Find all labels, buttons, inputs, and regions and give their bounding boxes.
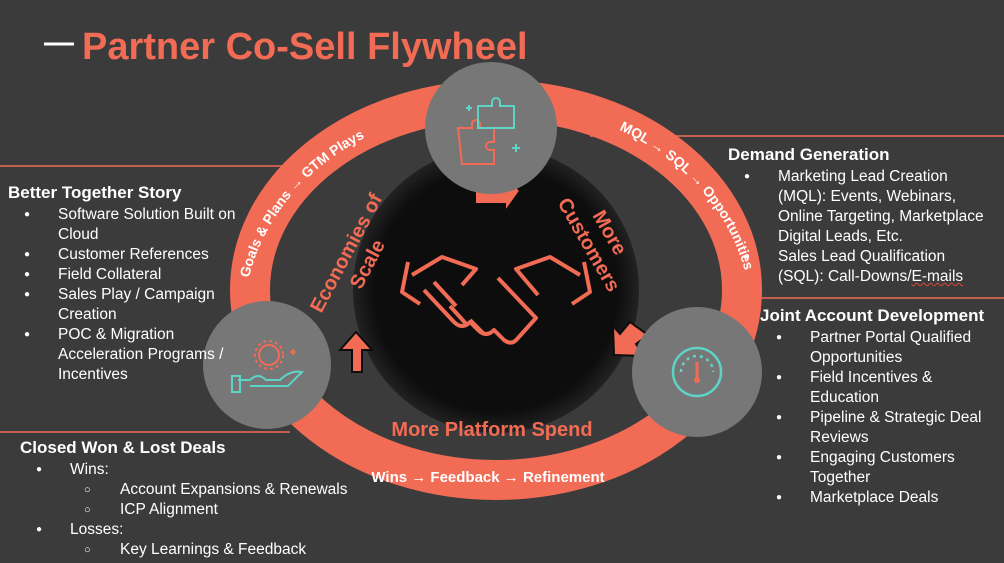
demand-generation-heading: Demand Generation: [728, 145, 890, 164]
list-item: Field Incentives &Education: [760, 368, 1004, 408]
puzzle-icon: [456, 97, 520, 165]
handshake-icon: [400, 255, 592, 345]
demand-generation-box: Demand Generation Marketing Lead Creatio…: [728, 145, 1004, 287]
list-item: Marketplace Deals: [760, 488, 1004, 508]
list-item: Key Learnings & Feedback: [20, 540, 400, 560]
flywheel-hub: [353, 147, 639, 433]
list-item: Account Expansions & Renewals: [20, 480, 400, 500]
closed-deals-heading: Closed Won & Lost Deals: [20, 438, 226, 457]
list-item: ICP Alignment: [20, 500, 400, 520]
losses-item: Losses:: [20, 520, 400, 540]
joint-account-box: Joint Account Development Partner Portal…: [760, 306, 1004, 508]
better-together-heading: Better Together Story: [8, 183, 182, 202]
better-together-box: Better Together Story Software Solution …: [8, 183, 253, 385]
title-text: Partner Co-Sell Flywheel: [82, 26, 528, 68]
list-item: Field Collateral: [8, 265, 253, 285]
gauge-icon: [671, 346, 723, 398]
hub-label-bottom: More Platform Spend: [391, 419, 592, 441]
arrow-left-icon: [337, 330, 375, 373]
hand-coin-icon: [231, 340, 305, 393]
wins-item: Wins:: [20, 460, 400, 480]
ring-label-bottom: Wins → Feedback → Refinement: [371, 469, 604, 486]
joint-account-heading: Joint Account Development: [760, 306, 985, 325]
page-title: —Partner Co-Sell Flywheel: [44, 26, 528, 69]
list-item: Marketing Lead Creation(MQL): Events, We…: [728, 167, 1004, 247]
closed-deals-box: Closed Won & Lost Deals Wins: Account Ex…: [20, 438, 400, 560]
title-dash: —: [44, 26, 74, 59]
list-item: Sales Lead Qualification(SQL): Call-Down…: [728, 247, 1004, 287]
list-item: Customer References: [8, 245, 253, 265]
